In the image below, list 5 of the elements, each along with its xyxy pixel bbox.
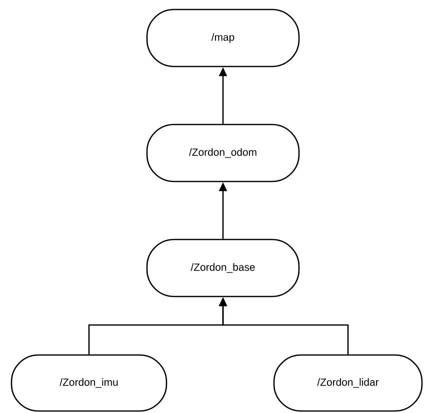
frame-node: /map bbox=[146, 8, 300, 68]
frame-node: /Zordon_lidar bbox=[273, 354, 423, 412]
frame-node: /Zordon_base bbox=[146, 238, 300, 298]
frame-node: /Zordon_imu bbox=[10, 354, 168, 412]
frame-node: /Zordon_odom bbox=[146, 124, 300, 182]
